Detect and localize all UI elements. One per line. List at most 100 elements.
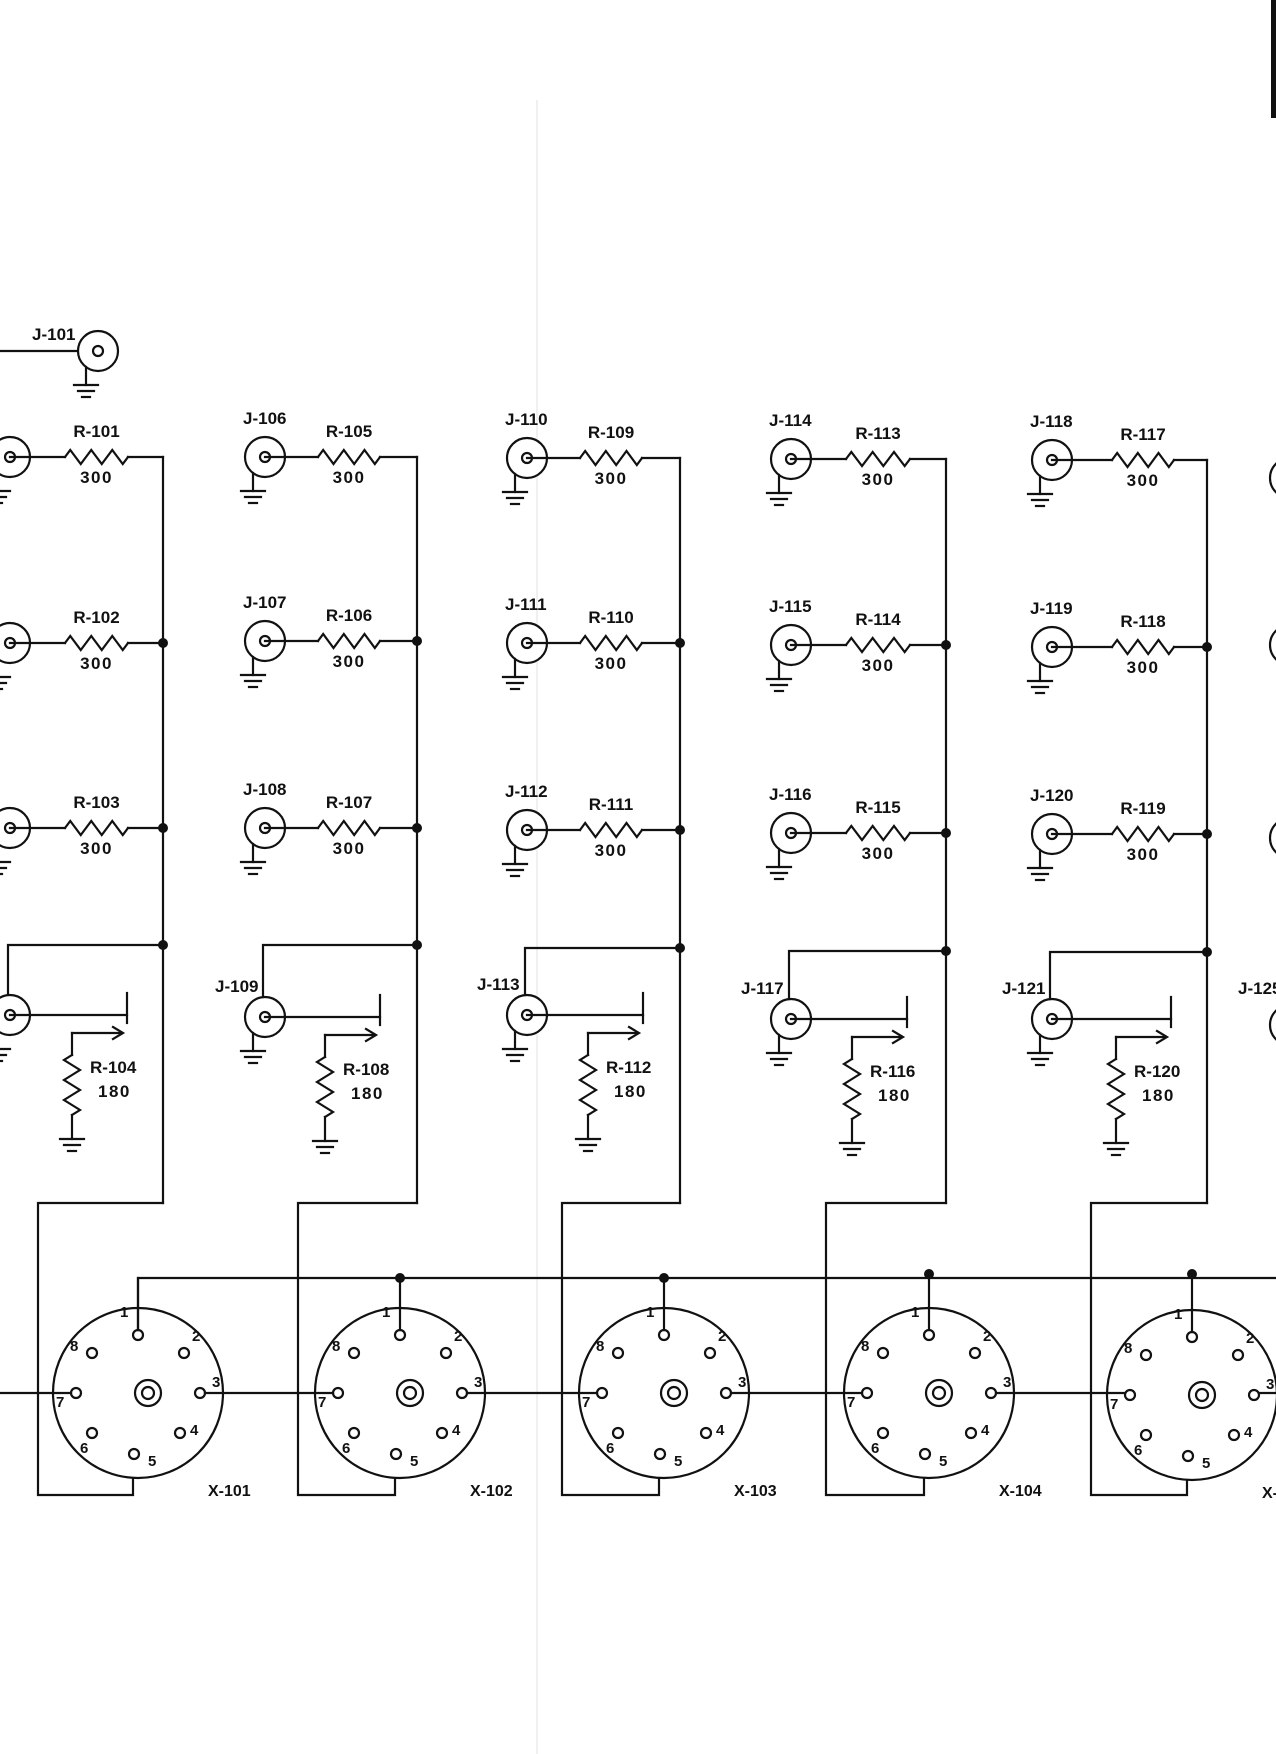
socket-pin <box>968 1346 982 1360</box>
socket-pin-number: 1 <box>1174 1306 1182 1323</box>
jack-label: J-108 <box>243 780 286 799</box>
jack-label: J-112 <box>505 782 548 801</box>
socket-pin-number: 3 <box>474 1374 482 1391</box>
resistor-zigzag <box>844 636 912 654</box>
pot-arrow <box>891 1029 906 1045</box>
resistor-label: R-107 <box>326 793 372 812</box>
socket-pin-number: 4 <box>452 1422 461 1439</box>
resistor-value: 300 <box>595 469 628 488</box>
socket-pin-number: 7 <box>847 1394 855 1411</box>
socket-pin <box>435 1426 449 1440</box>
socket-pin-number: 6 <box>1134 1442 1142 1459</box>
ground-symbol <box>0 860 12 876</box>
resistor-value: 300 <box>595 841 628 860</box>
ground-symbol <box>574 1137 602 1153</box>
resistor-label: R-115 <box>855 798 900 817</box>
socket-pin <box>85 1426 99 1440</box>
pot-label: R-116 <box>870 1062 915 1081</box>
resistor-value: 300 <box>862 844 895 863</box>
socket-pin <box>611 1346 625 1360</box>
resistor-value: 300 <box>80 468 113 487</box>
wire <box>1089 1201 1209 1497</box>
socket-pin-number: 4 <box>716 1422 725 1439</box>
socket-pin <box>964 1426 978 1440</box>
socket-pin <box>1247 1388 1261 1402</box>
socket-pin-number: 3 <box>212 1374 220 1391</box>
edge-jack-partial <box>1268 1009 1276 1041</box>
resistor-value: 300 <box>1127 845 1160 864</box>
junction-dot <box>659 1273 669 1283</box>
edge-jack-partial <box>1268 629 1276 661</box>
wire <box>296 1201 419 1497</box>
socket-pin <box>876 1426 890 1440</box>
common-bus <box>136 1276 1276 1332</box>
wire <box>560 1201 682 1497</box>
junction-dot <box>395 1273 405 1283</box>
wire <box>261 943 419 999</box>
resistor-value: 300 <box>333 839 366 858</box>
socket-pin-number: 4 <box>981 1422 990 1439</box>
pot-label: R-120 <box>1134 1062 1180 1081</box>
ground-symbol <box>58 1137 86 1153</box>
socket-pin-number: 2 <box>983 1328 991 1345</box>
socket-pin-number: 5 <box>148 1453 156 1470</box>
socket-pin <box>455 1386 469 1400</box>
socket-pin-number: 5 <box>939 1453 947 1470</box>
socket-label: X-103 <box>734 1483 777 1500</box>
jack-label: -104 <box>0 780 1 799</box>
jack-label: J-119 <box>1030 599 1073 618</box>
jack-label: J-114 <box>769 411 812 430</box>
pot-label: R-108 <box>343 1060 389 1079</box>
resistor-label: R-109 <box>588 423 634 442</box>
jack-label: J-116 <box>769 785 812 804</box>
pot-value: 180 <box>614 1082 647 1101</box>
resistor-value: 300 <box>80 654 113 673</box>
edge-jack-partial <box>1268 822 1276 854</box>
jack-label: J-115 <box>769 597 812 616</box>
ground-symbol <box>765 1051 793 1067</box>
wire <box>1048 950 1209 1001</box>
socket-pin <box>331 1386 345 1400</box>
ground-symbol <box>1026 492 1054 508</box>
socket-pin-number: 5 <box>1202 1455 1210 1472</box>
resistor-value: 300 <box>862 656 895 675</box>
resistor-zigzag <box>63 634 130 652</box>
resistor-value: 300 <box>333 468 366 487</box>
resistor-zigzag <box>1110 451 1176 469</box>
socket-pin-number: 1 <box>911 1304 919 1321</box>
potentiometer-zigzag <box>577 1053 599 1117</box>
socket-pin <box>860 1386 874 1400</box>
socket-pin-number: 7 <box>56 1394 64 1411</box>
pot-value: 180 <box>98 1082 131 1101</box>
ground-symbol <box>501 490 529 506</box>
jack-label: J-120 <box>1030 786 1073 805</box>
wire <box>36 1201 165 1497</box>
resistor-value: 300 <box>1127 658 1160 677</box>
socket-pin <box>439 1346 453 1360</box>
ground-symbol <box>501 862 529 878</box>
socket-pin-number: 2 <box>1246 1330 1254 1347</box>
socket-pin <box>347 1346 361 1360</box>
socket-pin <box>595 1386 609 1400</box>
edge-jack-partial <box>1268 462 1276 494</box>
pot-label: R-112 <box>606 1058 651 1077</box>
socket-pin <box>922 1328 936 1342</box>
resistor-zigzag <box>844 450 912 468</box>
socket-pin <box>699 1426 713 1440</box>
edge-jack-label: J-125 <box>1238 979 1276 998</box>
socket-pin-number: 7 <box>582 1394 590 1411</box>
wire <box>787 949 948 1001</box>
socket-label: X- <box>1262 1485 1276 1502</box>
socket-pin <box>193 1386 207 1400</box>
socket-pin-number: 6 <box>80 1440 88 1457</box>
ground-symbol <box>72 383 100 399</box>
resistor-label: R-111 <box>589 795 633 814</box>
socket-pin <box>918 1447 932 1461</box>
socket-pin <box>1185 1330 1199 1344</box>
ground-symbol <box>1026 1051 1054 1067</box>
resistor-zigzag <box>316 632 382 650</box>
ground-symbol <box>501 1047 529 1063</box>
jack-label: J-113 <box>477 975 520 994</box>
tube-socket-key-inner <box>931 1385 947 1401</box>
potentiometer-zigzag <box>841 1057 863 1121</box>
